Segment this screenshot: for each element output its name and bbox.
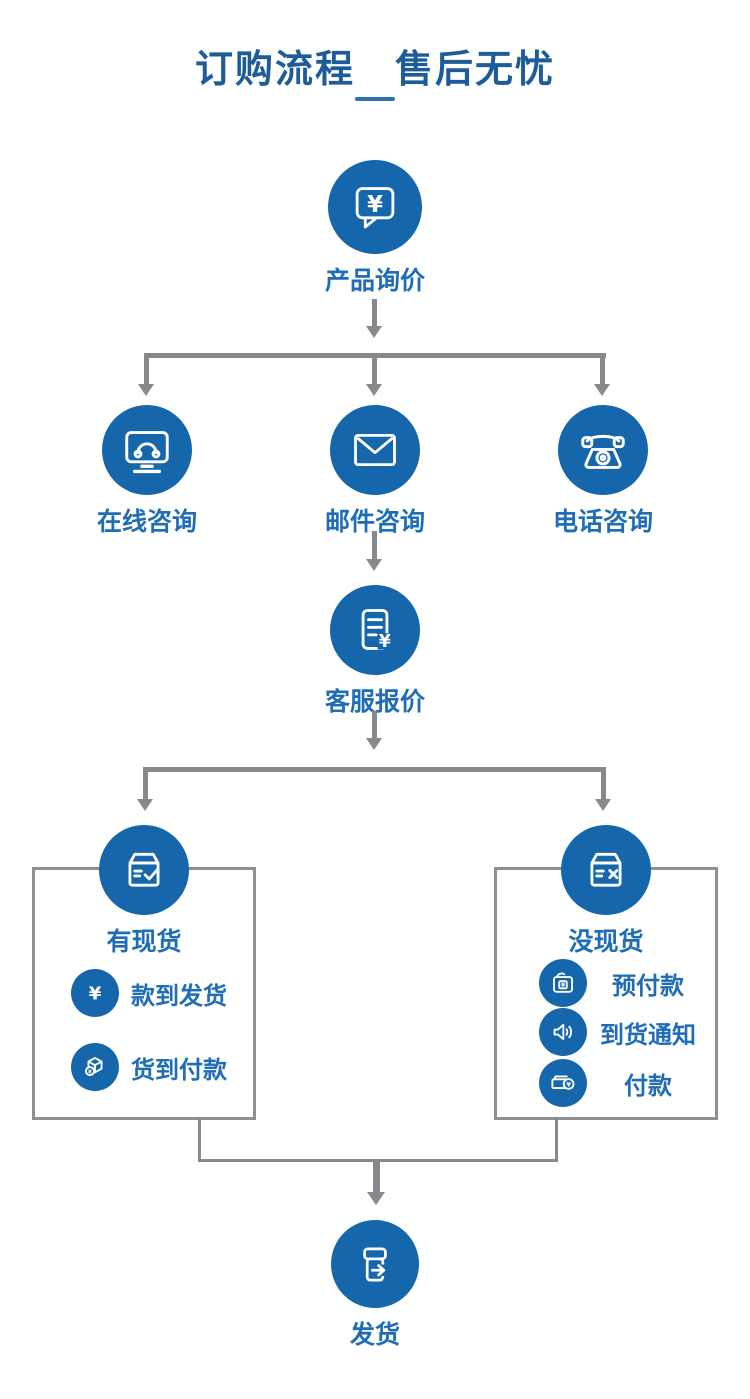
step-payment: ¥ 付款 xyxy=(539,1059,709,1107)
quote-document-yen-icon: ¥ xyxy=(330,585,420,675)
money-yen-icon: ¥ xyxy=(539,1059,587,1107)
connector-line xyxy=(143,767,148,800)
box-check-icon xyxy=(99,825,189,915)
telephone-icon xyxy=(558,405,648,495)
node-email-consult: 邮件咨询 xyxy=(295,405,455,538)
arrow-down-icon xyxy=(594,384,610,396)
connector-line xyxy=(373,1159,380,1193)
arrow-down-icon xyxy=(137,799,153,811)
connector-line xyxy=(143,767,606,772)
node-out-of-stock: 没现货 xyxy=(526,825,686,958)
node-in-stock: 有现货 xyxy=(64,825,224,958)
node-label: 发货 xyxy=(349,1321,400,1349)
option-cash-on-delivery: ¥ 货到付款 xyxy=(71,1043,239,1091)
title-underline xyxy=(355,97,395,101)
package-coin-icon: ¥ xyxy=(71,1043,119,1091)
page-title: 订购流程 售后无忧 xyxy=(194,49,555,91)
connector-line xyxy=(198,1117,201,1162)
connector-line xyxy=(372,711,377,739)
arrow-down-icon xyxy=(138,384,154,396)
node-phone-consult: 电话咨询 xyxy=(523,405,683,538)
step-advance-payment: ¥ 预付款 xyxy=(539,959,709,1007)
wallet-yen-icon: ¥ xyxy=(539,959,587,1007)
node-online-consult: 在线咨询 xyxy=(67,405,227,538)
node-label: 没现货 xyxy=(568,928,644,956)
svg-text:¥: ¥ xyxy=(566,1081,571,1089)
arrow-down-icon xyxy=(366,559,382,571)
svg-text:¥: ¥ xyxy=(88,1069,92,1075)
node-product-inquiry: ¥ 产品询价 xyxy=(295,160,455,297)
arrow-down-icon xyxy=(366,326,382,338)
connector-line xyxy=(601,767,606,800)
item-label: 到货通知 xyxy=(600,1021,696,1049)
option-pay-then-ship: ¥ 款到发货 xyxy=(71,969,239,1017)
item-label: 预付款 xyxy=(612,972,684,1000)
svg-text:¥: ¥ xyxy=(89,983,102,1004)
node-label: 产品询价 xyxy=(324,267,425,295)
connector-line xyxy=(600,353,605,385)
arrow-down-icon xyxy=(366,738,382,750)
envelope-icon xyxy=(330,405,420,495)
connector-line xyxy=(144,353,149,385)
box-arrow-icon xyxy=(331,1220,419,1308)
arrow-down-icon xyxy=(595,799,611,811)
monitor-headset-icon xyxy=(102,405,192,495)
connector-line xyxy=(372,353,377,385)
connector-line xyxy=(372,531,377,560)
item-label: 付款 xyxy=(624,1072,672,1100)
step-arrival-notice: 到货通知 xyxy=(539,1008,709,1056)
svg-text:¥: ¥ xyxy=(561,982,566,989)
connector-line xyxy=(555,1117,558,1162)
node-ship: 发货 xyxy=(295,1220,455,1351)
arrow-down-icon xyxy=(367,1192,385,1205)
connector-line xyxy=(372,299,377,327)
item-label: 款到发货 xyxy=(131,982,227,1010)
yen-icon: ¥ xyxy=(71,969,119,1017)
node-service-quote: ¥ 客服报价 xyxy=(295,585,455,718)
out-of-stock-box xyxy=(494,867,718,1120)
node-label: 在线咨询 xyxy=(96,508,197,536)
box-x-icon xyxy=(561,825,651,915)
node-label: 有现货 xyxy=(106,928,182,956)
node-label: 电话咨询 xyxy=(552,508,653,536)
arrow-down-icon xyxy=(366,384,382,396)
svg-text:¥: ¥ xyxy=(379,632,391,652)
svg-text:¥: ¥ xyxy=(367,192,383,218)
speaker-icon xyxy=(539,1008,587,1056)
speech-bubble-yen-icon: ¥ xyxy=(328,160,422,254)
item-label: 货到付款 xyxy=(131,1056,227,1084)
